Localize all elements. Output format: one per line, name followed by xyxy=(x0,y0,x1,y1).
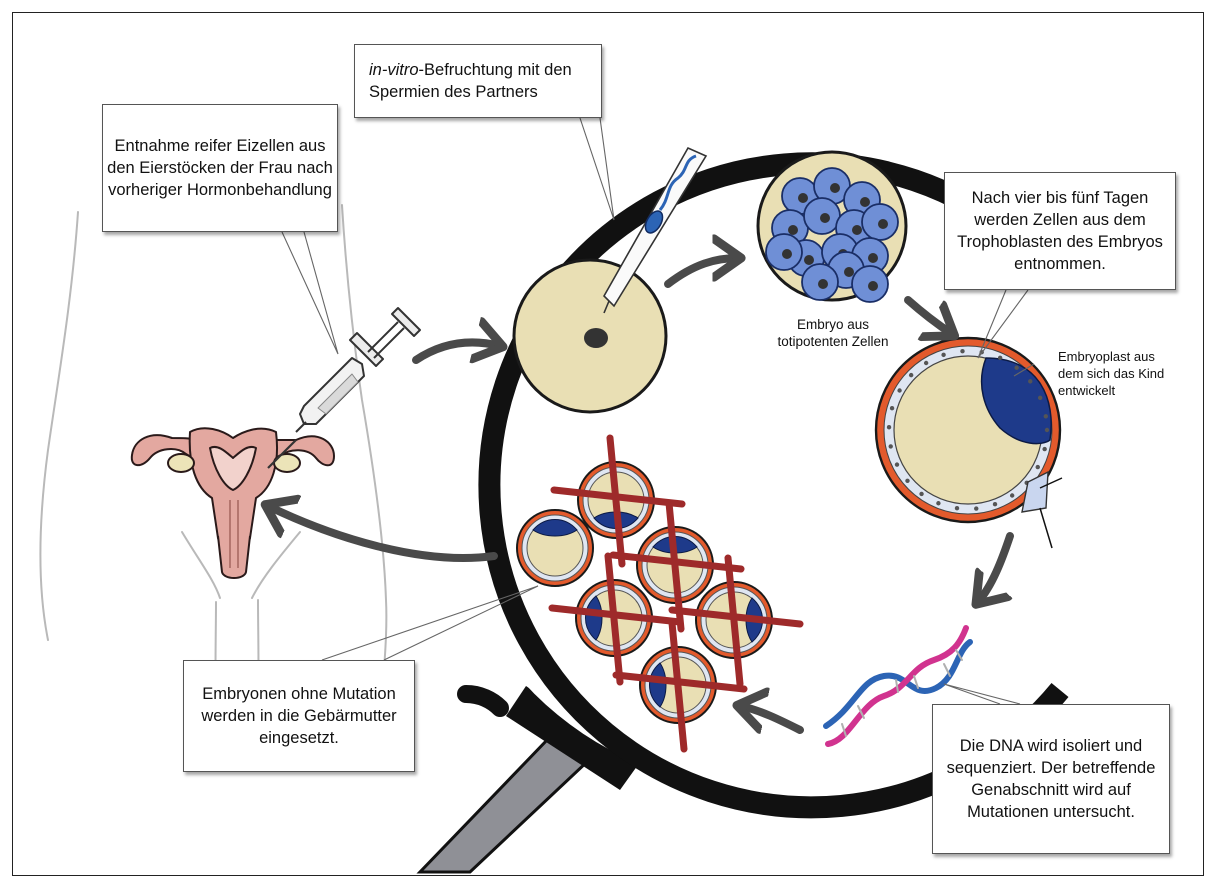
trophoblast-cell xyxy=(889,444,893,448)
trophoblast-cell xyxy=(936,501,940,505)
trophoblast-cell xyxy=(941,353,945,357)
cell-nucleus xyxy=(868,281,878,291)
label-embryoblast: Embryoplast aus dem sich das Kind entwic… xyxy=(1058,348,1182,399)
trophoblast-cell xyxy=(1045,428,1049,432)
trophoblast-cell xyxy=(993,502,997,506)
label-totipotent-embryo: Embryo aus totipotenten Zellen xyxy=(768,316,898,350)
morula-embryo xyxy=(758,152,906,302)
trophoblast-cell xyxy=(1028,379,1032,383)
cell-nucleus xyxy=(782,249,792,259)
trophoblast-cell xyxy=(955,506,959,510)
cell-nucleus xyxy=(820,213,830,223)
trophoblast-cell xyxy=(1010,493,1014,497)
healthy-embryo xyxy=(517,510,593,586)
trophoblast-cell xyxy=(1042,447,1046,451)
cell-nucleus xyxy=(868,253,878,263)
cell-nucleus xyxy=(818,279,828,289)
callout-sequencing-text: Die DNA wird isoliert und sequenziert. D… xyxy=(933,735,1169,823)
trophoblast-cell xyxy=(887,425,891,429)
trophoblast-cell xyxy=(897,388,901,392)
cell-nucleus xyxy=(830,183,840,193)
trophoblast-cell xyxy=(960,349,964,353)
callout-in-vitro-fertilization: in-vitro-Befruchtung mit den Spermien de… xyxy=(354,44,602,118)
ivf-italic-term: in-vitro xyxy=(369,61,419,79)
cell-nucleus xyxy=(788,225,798,235)
label-embryoblast-text: Embryoplast aus dem sich das Kind entwic… xyxy=(1058,349,1164,398)
trophoblast-cell xyxy=(890,406,894,410)
callout-egg-retrieval-text: Entnahme reifer Eizellen aus den Eierstö… xyxy=(103,135,337,201)
cell-nucleus xyxy=(798,193,808,203)
egg-cell xyxy=(514,260,666,412)
callout-embryo-transfer: Embryonen ohne Mutation werden in die Ge… xyxy=(183,660,415,772)
trophoblast-cell xyxy=(1044,414,1048,418)
cell-nucleus xyxy=(804,255,814,265)
trophoblast-cell xyxy=(998,356,1002,360)
callout-trophoblast-biopsy: Nach vier bis fünf Tagen werden Zellen a… xyxy=(944,172,1176,290)
trophoblast-cell xyxy=(1036,465,1040,469)
callout-biopsy-text: Nach vier bis fünf Tagen werden Zellen a… xyxy=(945,187,1175,275)
cell-nucleus xyxy=(860,197,870,207)
callout-ivf-text: in-vitro-Befruchtung mit den Spermien de… xyxy=(369,59,601,103)
label-totipotent-text: Embryo aus totipotenten Zellen xyxy=(777,317,888,349)
cell-nucleus xyxy=(878,219,888,229)
callout-dna-sequencing: Die DNA wird isoliert und sequenziert. D… xyxy=(932,704,1170,854)
syringe-illustration xyxy=(268,308,420,468)
trophoblast-cell xyxy=(924,361,928,365)
trophoblast-cell xyxy=(919,492,923,496)
trophoblast-cell xyxy=(974,506,978,510)
trophoblast-cell xyxy=(909,373,913,377)
cell-nucleus xyxy=(844,267,854,277)
trophoblast-cell xyxy=(1038,396,1042,400)
uterus-illustration xyxy=(132,428,334,578)
callout-egg-retrieval: Entnahme reifer Eizellen aus den Eierstö… xyxy=(102,104,338,232)
trophoblast-cell xyxy=(895,462,899,466)
trophoblast-cell xyxy=(1014,366,1018,370)
callout-transfer-text: Embryonen ohne Mutation werden in die Ge… xyxy=(184,683,414,749)
trophoblast-cell xyxy=(905,479,909,483)
cell-nucleus xyxy=(852,225,862,235)
